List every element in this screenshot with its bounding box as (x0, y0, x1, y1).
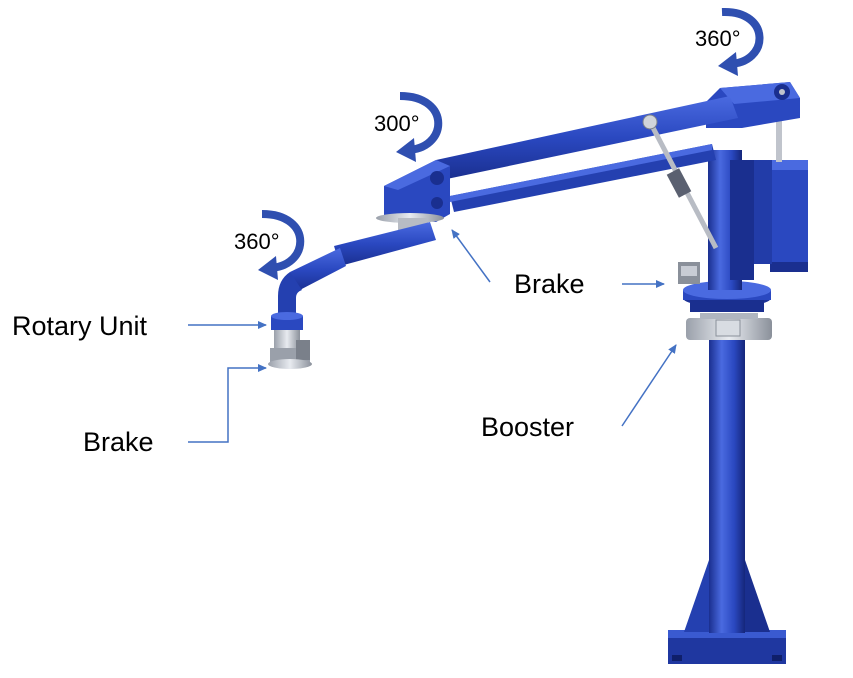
rotary-unit (270, 312, 310, 362)
pneumatic-cylinder (754, 100, 808, 272)
rotation-arrowhead-icon (396, 138, 416, 162)
rotation-arrowhead-icon (718, 52, 738, 76)
base-plate (668, 630, 786, 664)
rotation-label-arm: 300° (374, 111, 420, 136)
callout-arrow-icon (621, 344, 677, 427)
callout-rotary-unit: Rotary Unit (12, 311, 267, 341)
rotation-arrow-icon (399, 92, 443, 154)
rotation-label-end: 360° (234, 229, 280, 254)
callout-booster: Booster (481, 344, 677, 442)
rotation-label-column: 360° (695, 26, 741, 51)
callout-arrow-icon (451, 229, 491, 283)
callout-label-booster: Booster (481, 412, 574, 442)
callout-arrow-icon (188, 364, 267, 443)
column-brake (678, 262, 771, 312)
callout-label-brake-column: Brake (514, 269, 585, 299)
callout-label-rotary-unit: Rotary Unit (12, 311, 148, 341)
rotation-arrow-icon (721, 7, 764, 68)
fore-arm (278, 222, 436, 318)
callout-brake-column: Brake (451, 229, 665, 299)
rotation-indicator-column: 360° (695, 7, 764, 76)
main-arm (436, 96, 738, 212)
elbow-joint (376, 160, 450, 236)
tool-brake (268, 359, 312, 369)
manipulator-machine (268, 82, 808, 664)
vertical-column (709, 338, 745, 633)
rotation-arrowhead-icon (258, 256, 278, 280)
rotation-indicator-end: 360° (234, 210, 305, 280)
callout-brake-tool: Brake (83, 364, 267, 457)
callout-label-brake-tool: Brake (83, 427, 154, 457)
rotation-arrow-icon (261, 210, 305, 272)
strut (642, 114, 719, 250)
rotation-indicator-arm: 300° (374, 92, 443, 162)
booster-unit (686, 313, 772, 340)
